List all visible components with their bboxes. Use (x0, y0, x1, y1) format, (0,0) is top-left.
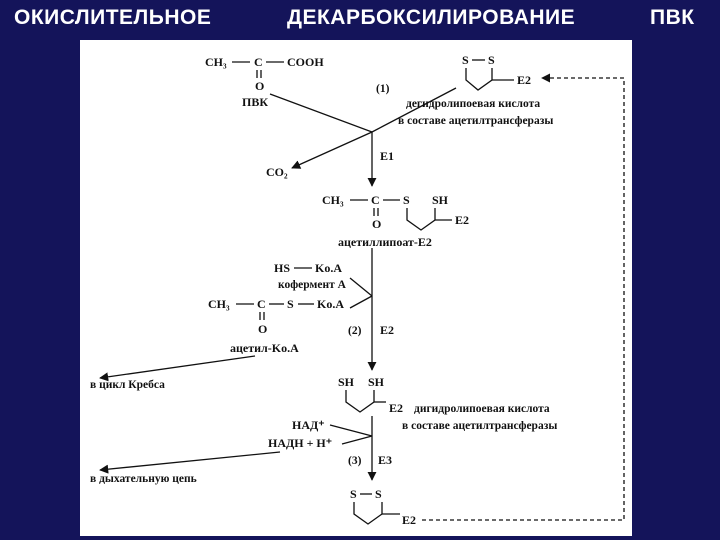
lipoate-enzyme: E2 (517, 73, 531, 87)
nad-label: НАД⁺ (292, 418, 325, 432)
reactant-line (371, 87, 457, 133)
acetylcoa-name: ацетил-Ko.A (230, 341, 299, 355)
title-part-2: ДЕКАРБОКСИЛИРОВАНИЕ (287, 6, 576, 29)
nadh-out-line (341, 435, 373, 445)
regen-lipoate-ring (353, 502, 383, 525)
slide-title: ОКИСЛИТЕЛЬНОЕ ДЕКАРБОКСИЛИРОВАНИЕ ПВК (0, 0, 720, 36)
lipoate-s2: S (488, 53, 495, 67)
acetyllipoate-ring (406, 208, 436, 231)
e2-label: E2 (380, 323, 394, 337)
reduced-lipoate-sh1: SH (338, 375, 355, 389)
lipoate-desc-line2: в составе ацетилтрансферазы (398, 115, 553, 127)
reduced-lipoate-desc-line1: дигидролипоевая кислота (414, 403, 550, 415)
acetyllipoate-enzyme: E2 (455, 213, 469, 227)
lipoate-desc-line1: дегидролипоевая кислота (406, 98, 540, 110)
coa-hs: HS (274, 261, 290, 275)
nadh-label: НАДН + Н⁺ (268, 436, 332, 450)
e3-label: E3 (378, 453, 392, 467)
acetylcoa-koa: Ko.A (317, 297, 344, 311)
regen-lipoate-s1: S (350, 487, 357, 501)
acetyllipoate-c: C (371, 193, 380, 207)
krebs-arrow (99, 355, 256, 382)
acetylcoa-out-line (349, 295, 373, 309)
pyruvate-cooh: COOH (287, 55, 324, 69)
reduced-lipoate-ring (345, 390, 375, 413)
step-2-label: (2) (348, 325, 362, 337)
regen-lipoate-s2: S (375, 487, 382, 501)
step-3-label: (3) (348, 455, 362, 467)
e1-label: E1 (380, 149, 394, 163)
acetyllipoate-name: ацетиллипоат-E2 (338, 235, 432, 249)
acetyllipoate-sh: SH (432, 193, 449, 207)
reduced-lipoate-desc-line2: в составе ацетилтрансферазы (402, 420, 557, 432)
coa-name: кофермент A (278, 279, 347, 291)
lipoate-ring (465, 68, 493, 91)
reduced-lipoate-enzyme: E2 (389, 401, 403, 415)
lipoate-s1: S (462, 53, 469, 67)
reaction-scheme-panel: CH₃ C COOH O ПВК S S E2 (1) дегидролипое… (80, 40, 632, 536)
pyruvate-c: C (254, 55, 263, 69)
step-1-label: (1) (376, 83, 390, 95)
acetyllipoate-o: O (372, 217, 381, 231)
acetylcoa-o: O (258, 322, 267, 336)
reduced-lipoate-sh2: SH (368, 375, 385, 389)
reaction-scheme: CH₃ C COOH O ПВК S S E2 (1) дегидролипое… (90, 53, 625, 527)
regen-lipoate-enzyme: E2 (402, 513, 416, 527)
acetylcoa-ch3: CH₃ (208, 297, 230, 311)
title-part-3: ПВК (650, 6, 695, 29)
coa-koa: Ko.A (315, 261, 342, 275)
resp-chain-arrow (99, 451, 281, 474)
coa-in-line (349, 277, 373, 297)
acetyllipoate-ch3: CH₃ (322, 193, 344, 207)
regeneration-loop-arrow (422, 73, 625, 521)
pyruvate-name: ПВК (242, 95, 268, 109)
co2-arrow (291, 131, 373, 169)
pyruvate-ch3: CH₃ (205, 55, 227, 69)
title-part-1: ОКИСЛИТЕЛЬНОЕ (14, 6, 212, 29)
reactant-line (269, 93, 373, 133)
pyruvate-o: O (255, 79, 264, 93)
acetyllipoate-s: S (403, 193, 410, 207)
acetylcoa-c: C (257, 297, 266, 311)
nad-in-line (329, 424, 373, 437)
resp-chain-label: в дыхательную цепь (90, 473, 197, 485)
acetylcoa-s: S (287, 297, 294, 311)
co2-label: CO₂ (266, 165, 288, 179)
krebs-label: в цикл Кребса (90, 379, 165, 391)
